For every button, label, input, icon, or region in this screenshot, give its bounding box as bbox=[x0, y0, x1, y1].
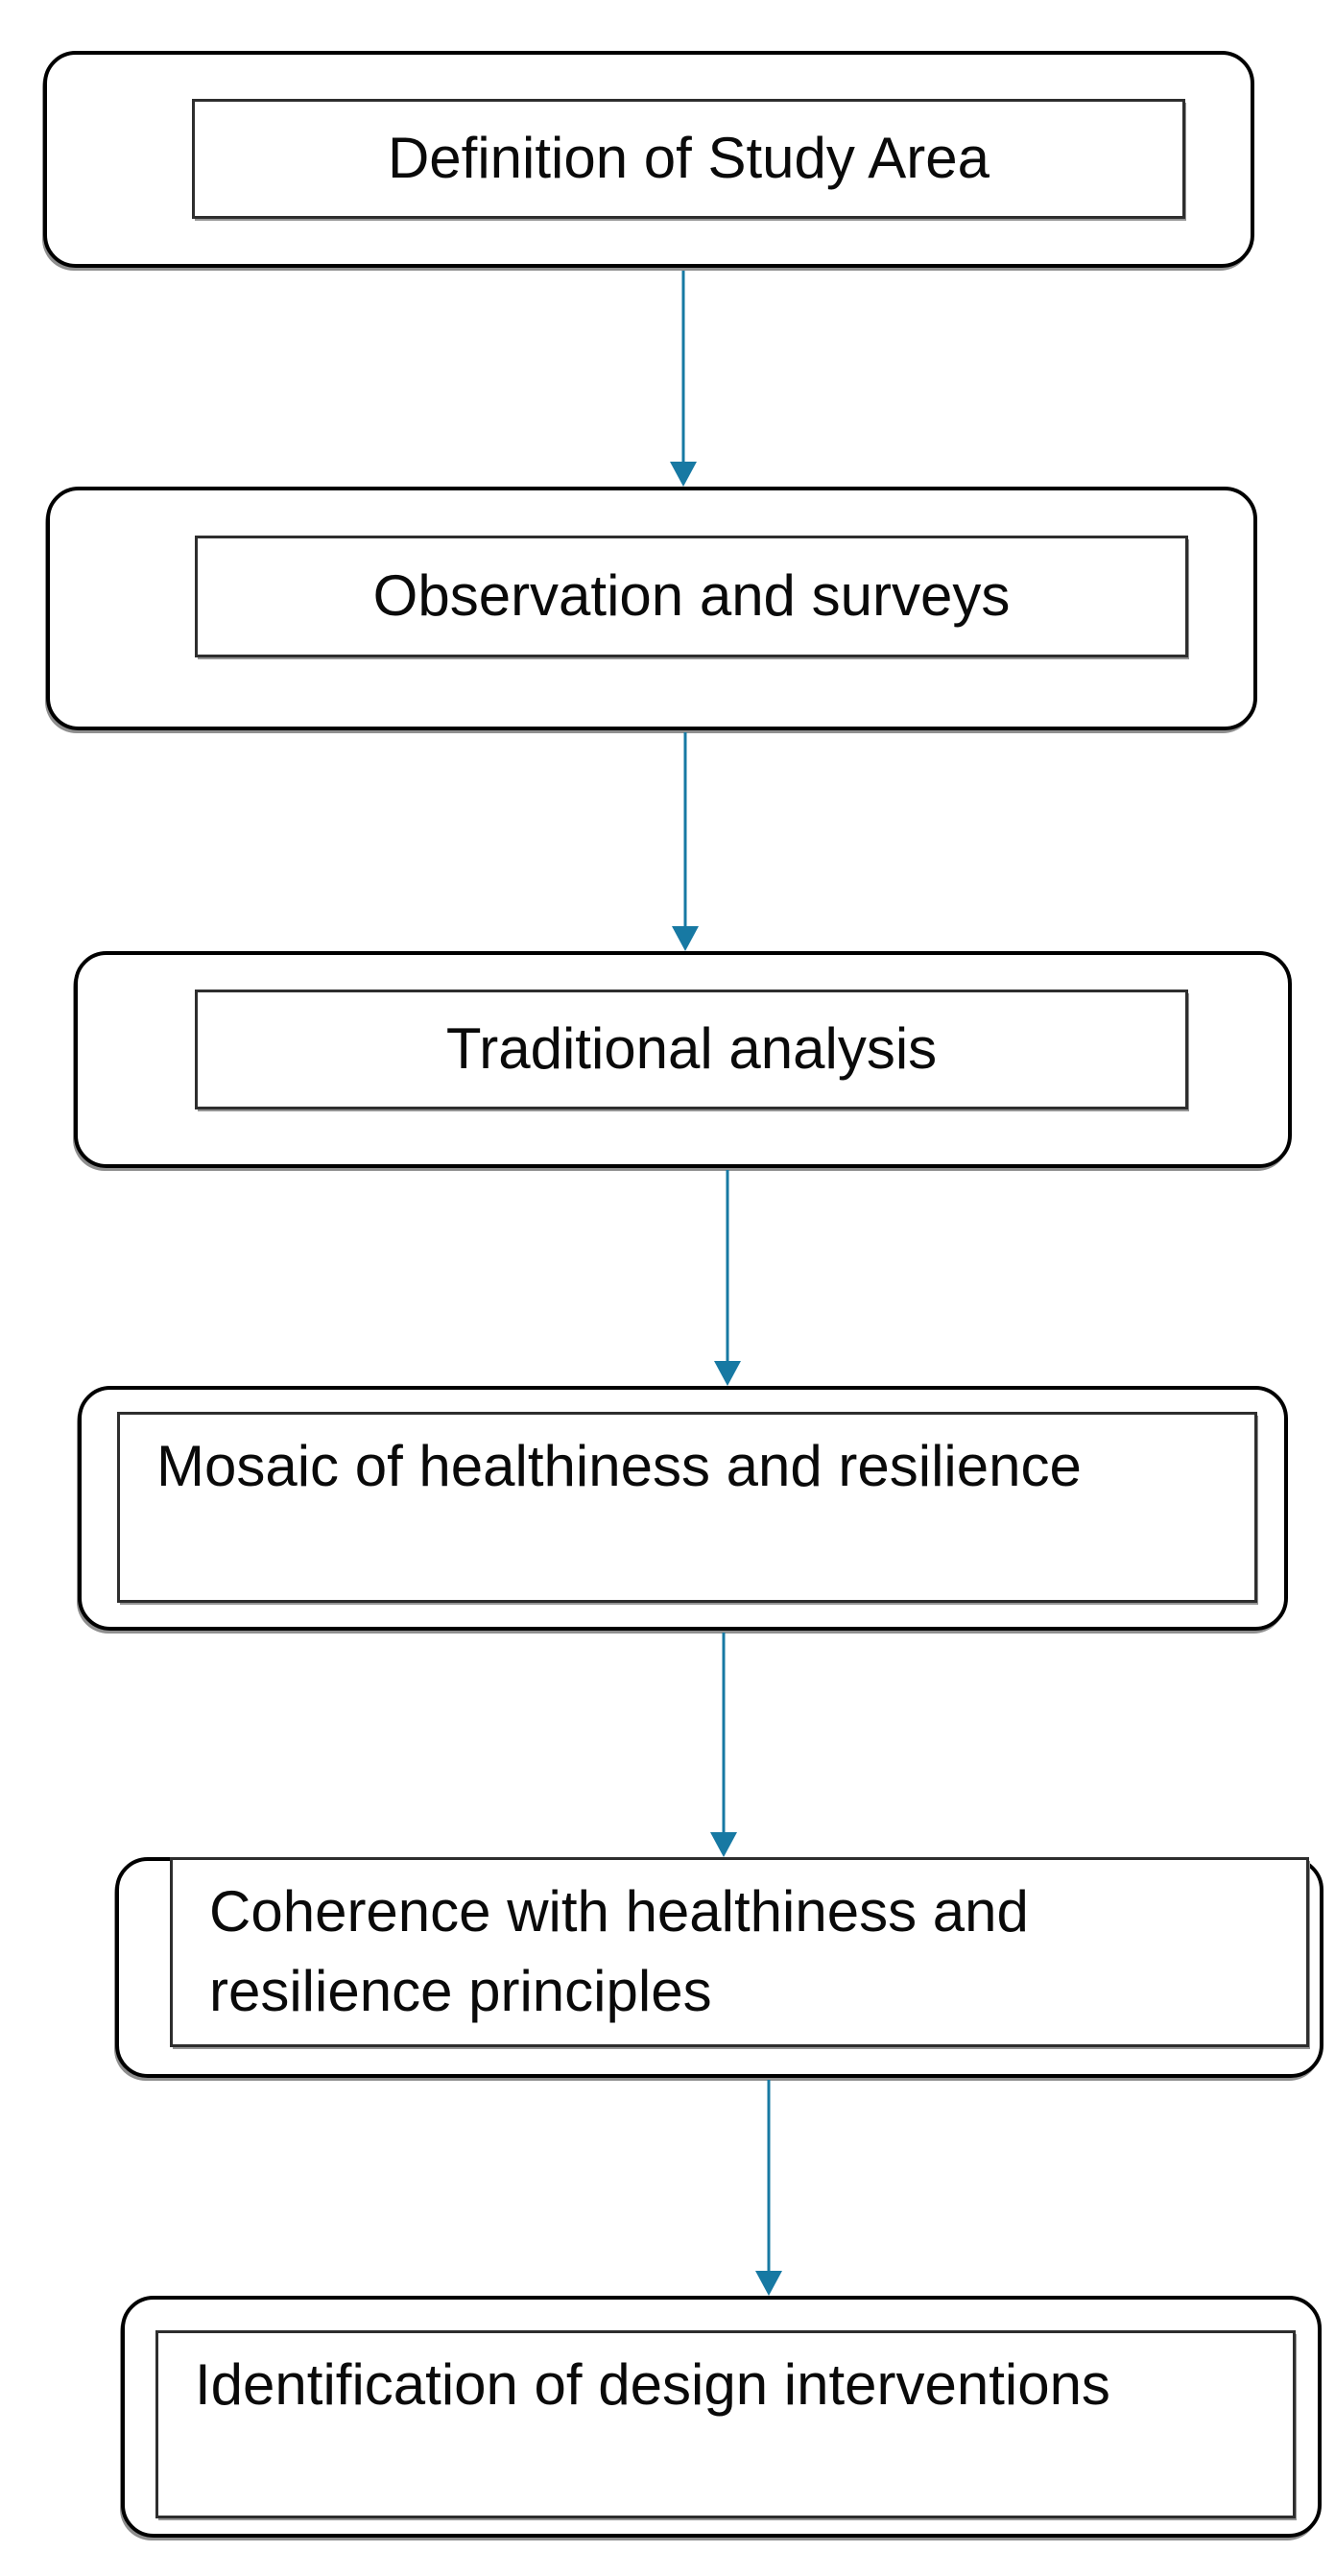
flow-step-label-frame: Mosaic of healthiness and resilience bbox=[117, 1412, 1257, 1603]
flow-step-coherence-with-principles: Coherence with healthiness and resilienc… bbox=[115, 1857, 1323, 2078]
arrowhead-down-icon bbox=[672, 926, 699, 951]
flow-connector-4-5 bbox=[710, 1633, 737, 1857]
flow-step-label-frame: Coherence with healthiness and resilienc… bbox=[170, 1857, 1309, 2047]
arrow-shaft bbox=[726, 1170, 729, 1363]
flow-step-definition-of-study-area: Definition of Study Area bbox=[43, 51, 1254, 268]
arrow-shaft bbox=[767, 2080, 771, 2273]
flow-step-identification-of-design-interventions: Identification of design interventions bbox=[121, 2296, 1322, 2538]
flow-step-mosaic-of-healthiness-and-resilience: Mosaic of healthiness and resilience bbox=[78, 1386, 1288, 1631]
flow-connector-5-6 bbox=[755, 2080, 782, 2296]
flow-step-label: Observation and surveys bbox=[372, 563, 1011, 629]
flow-step-observation-and-surveys: Observation and surveys bbox=[46, 487, 1257, 730]
arrowhead-down-icon bbox=[755, 2271, 782, 2296]
flow-step-label: Mosaic of healthiness and resilience bbox=[156, 1434, 1082, 1498]
arrow-shaft bbox=[722, 1633, 726, 1834]
flow-step-label: Identification of design interventions bbox=[195, 2352, 1110, 2417]
arrowhead-down-icon bbox=[710, 1832, 737, 1857]
flow-step-label: Traditional analysis bbox=[445, 1016, 938, 1082]
flow-step-label-frame: Definition of Study Area bbox=[192, 99, 1185, 219]
flow-connector-1-2 bbox=[670, 271, 697, 487]
flow-step-label: Definition of Study Area bbox=[387, 126, 990, 191]
arrowhead-down-icon bbox=[714, 1361, 741, 1386]
arrow-shaft bbox=[681, 271, 685, 464]
flow-step-label: Coherence with healthiness and resilienc… bbox=[209, 1879, 1029, 2023]
flow-step-label-frame: Observation and surveys bbox=[195, 536, 1188, 657]
flow-connector-3-4 bbox=[714, 1170, 741, 1386]
arrow-shaft bbox=[683, 732, 687, 928]
arrowhead-down-icon bbox=[670, 462, 697, 487]
flow-step-traditional-analysis: Traditional analysis bbox=[74, 951, 1292, 1168]
flow-connector-2-3 bbox=[672, 732, 699, 951]
flow-step-label-frame: Identification of design interventions bbox=[155, 2330, 1296, 2518]
flow-step-label-frame: Traditional analysis bbox=[195, 990, 1188, 1109]
